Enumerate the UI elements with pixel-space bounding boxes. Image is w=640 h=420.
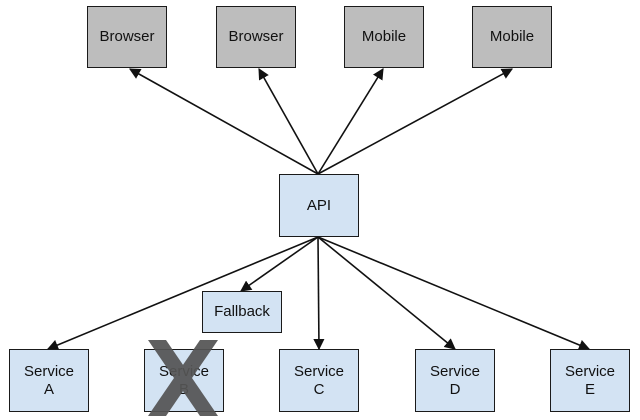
service-node-a: Service A bbox=[9, 349, 89, 412]
service-node-c: Service C bbox=[279, 349, 359, 412]
api-label: API bbox=[306, 196, 332, 214]
service-label-line2: B bbox=[178, 380, 189, 398]
service-node-d: Service D bbox=[415, 349, 495, 412]
edge-api-service-e bbox=[317, 236, 591, 351]
api-node: API bbox=[279, 174, 359, 237]
service-label-line1: Service bbox=[429, 362, 481, 380]
edge-api-mobile-1 bbox=[317, 68, 384, 175]
service-label-line2: E bbox=[584, 380, 595, 398]
service-label-line1: Service bbox=[564, 362, 616, 380]
service-label-line2: C bbox=[313, 380, 325, 398]
service-label-line2: D bbox=[449, 380, 461, 398]
service-label-line2: A bbox=[43, 380, 54, 398]
edge-api-mobile-2 bbox=[317, 68, 513, 175]
client-label: Browser bbox=[99, 28, 155, 45]
edge-api-service-c bbox=[313, 236, 325, 351]
client-node-mobile-1: Mobile bbox=[344, 6, 424, 68]
service-node-b: Service B bbox=[144, 349, 224, 412]
client-label: Browser bbox=[228, 28, 284, 45]
service-label-line1: Service bbox=[158, 362, 210, 380]
edge-api-browser-2 bbox=[258, 68, 319, 175]
edge-api-fallback bbox=[240, 236, 319, 292]
service-node-e: Service E bbox=[550, 349, 630, 412]
fallback-node: Fallback bbox=[202, 291, 282, 333]
edge-api-browser-1 bbox=[129, 68, 319, 175]
fallback-label: Fallback bbox=[214, 303, 270, 320]
edge-api-service-a bbox=[46, 236, 319, 351]
service-label-line1: Service bbox=[293, 362, 345, 380]
edge-api-service-d bbox=[317, 236, 456, 350]
service-label-line1: Service bbox=[23, 362, 75, 380]
client-label: Mobile bbox=[361, 28, 407, 45]
client-node-browser-1: Browser bbox=[87, 6, 167, 68]
client-node-browser-2: Browser bbox=[216, 6, 296, 68]
client-node-mobile-2: Mobile bbox=[472, 6, 552, 68]
client-label: Mobile bbox=[489, 28, 535, 45]
